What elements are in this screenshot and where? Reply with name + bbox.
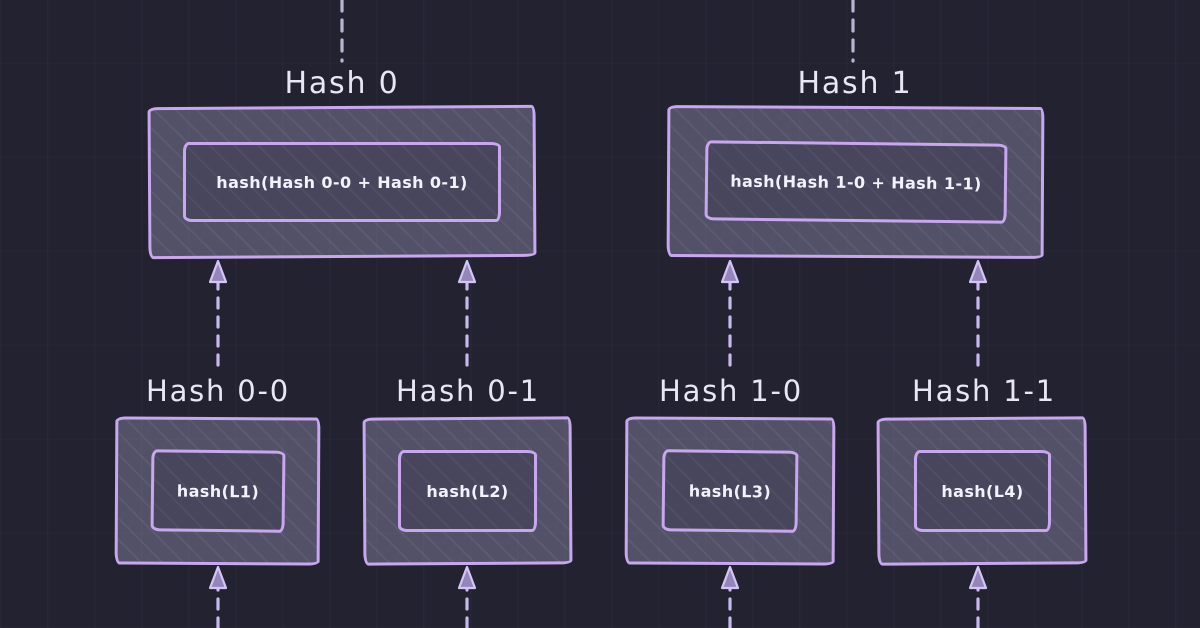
node-title-hash-1-0: Hash 1-0 xyxy=(658,374,804,408)
node-hash-0-0-formula-box: hash(L1) xyxy=(150,449,285,533)
node-hash-1-1: hash(L4) xyxy=(876,416,1088,566)
node-hash-1-0: hash(L3) xyxy=(624,416,836,566)
formula-text: hash(L1) xyxy=(176,481,259,501)
arrowhead-up-icon xyxy=(968,565,988,590)
node-title-hash-0-0: Hash 0-0 xyxy=(145,374,291,408)
node-hash-0: hash(Hash 0-0 + Hash 0-1) xyxy=(147,104,537,260)
formula-text: hash(Hash 1-0 + Hash 1-1) xyxy=(729,171,982,193)
node-title-hash-1-1: Hash 1-1 xyxy=(911,374,1057,408)
node-title-hash-0: Hash 0 xyxy=(284,66,400,101)
node-hash-1: hash(Hash 1-0 + Hash 1-1) xyxy=(666,105,1045,259)
formula-text: hash(L2) xyxy=(426,481,509,501)
arrowhead-up-icon xyxy=(720,565,740,590)
node-hash-1-0-formula-box: hash(L3) xyxy=(661,449,799,533)
formula-text: hash(L4) xyxy=(940,481,1024,501)
node-hash-0-1: hash(L2) xyxy=(362,416,573,566)
formula-text: hash(L3) xyxy=(688,481,772,501)
node-hash-0-0: hash(L1) xyxy=(114,416,321,566)
node-hash-0-1-formula-box: hash(L2) xyxy=(398,450,537,532)
arrowhead-up-icon xyxy=(720,259,740,284)
node-hash-1-1-formula-box: hash(L4) xyxy=(913,450,1051,532)
arrowhead-up-icon xyxy=(968,259,988,284)
formula-text: hash(Hash 0-0 + Hash 0-1) xyxy=(216,172,468,192)
node-hash-1-formula-box: hash(Hash 1-0 + Hash 1-1) xyxy=(704,140,1007,224)
arrowhead-up-icon xyxy=(457,259,477,284)
arrowhead-up-icon xyxy=(457,565,477,590)
node-hash-0-formula-box: hash(Hash 0-0 + Hash 0-1) xyxy=(183,142,501,222)
arrowhead-up-icon xyxy=(208,259,228,284)
node-title-hash-0-1: Hash 0-1 xyxy=(395,374,541,408)
arrowhead-up-icon xyxy=(208,565,228,590)
node-title-hash-1: Hash 1 xyxy=(797,66,913,101)
